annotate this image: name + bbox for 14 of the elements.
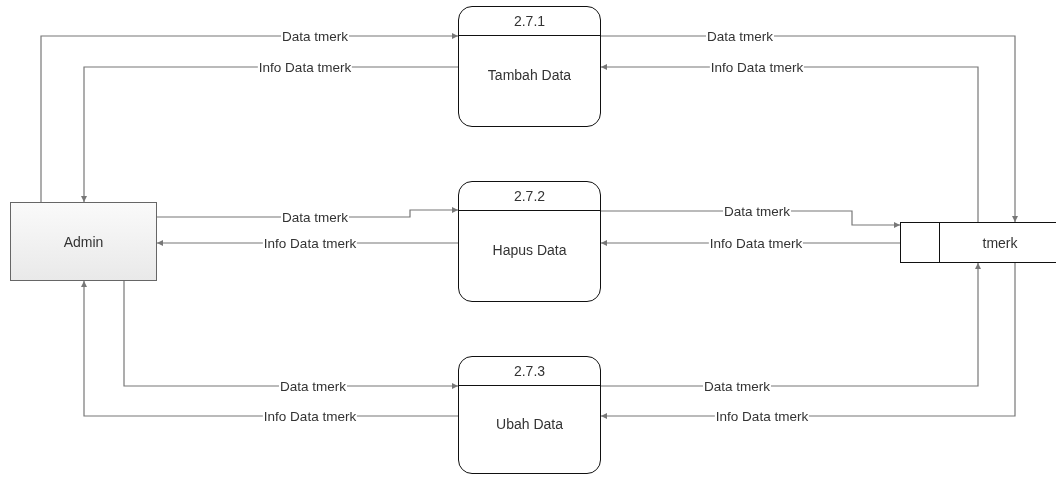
process-box: [458, 181, 601, 302]
process-box: [458, 356, 601, 474]
process-label: Tambah Data: [487, 67, 572, 83]
process-number: 2.7.1: [513, 13, 546, 29]
data-store-label: tmerk: [982, 234, 1018, 251]
arrow: [40, 33, 459, 203]
process-label: Ubah Data: [496, 415, 563, 432]
process-label: Hapus Data: [492, 242, 567, 258]
process-number: 2.7.3: [513, 363, 546, 379]
process-number: 2.7.2: [513, 188, 546, 204]
process-box: [458, 6, 601, 127]
external-entity-box: [10, 202, 157, 281]
data-store: [900, 222, 1056, 263]
entity-label: Admin: [63, 233, 104, 250]
